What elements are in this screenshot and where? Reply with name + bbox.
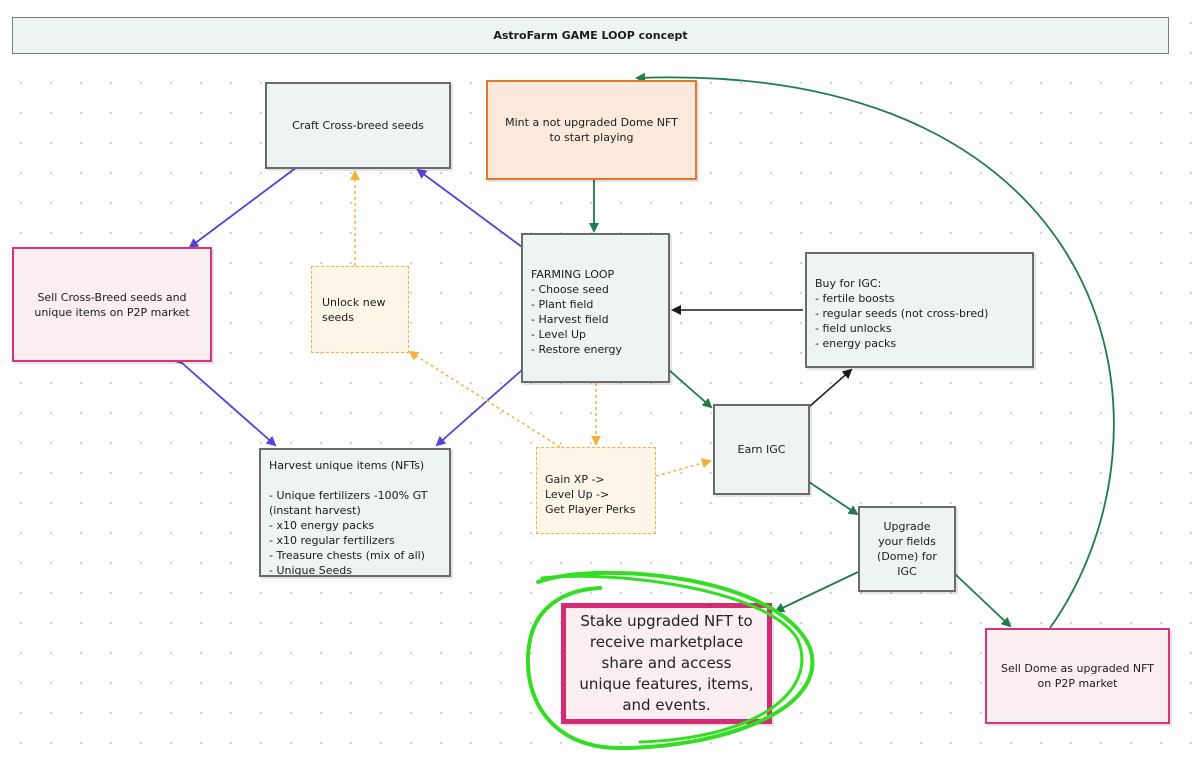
node-stake-nft-text: Stake upgraded NFT to receive marketplac… [579, 612, 754, 714]
buy-igc-item: - energy packs [815, 337, 897, 350]
harvest-items-title: Harvest unique items (NFTs) [269, 459, 425, 472]
node-harvest-items[interactable]: Harvest unique items (NFTs) - Unique fer… [259, 448, 451, 577]
connector-farming-harvest [435, 369, 523, 447]
farming-loop-item: - Level Up [531, 328, 587, 341]
node-stake-nft[interactable]: Stake upgraded NFT to receive marketplac… [561, 603, 772, 724]
connector-upgrade-stake [774, 571, 859, 613]
node-sell-dome-text: Sell Dome as upgraded NFT on P2P market [1000, 662, 1155, 690]
farming-loop-item: - Restore energy [531, 343, 623, 356]
buy-igc-item: - field unlocks [815, 322, 892, 335]
node-buy-igc[interactable]: Buy for IGC: - fertile boosts - regular … [805, 252, 1034, 368]
harvest-items-item: - x10 regular fertilizers [269, 534, 395, 547]
connector-earn-upgrade [808, 481, 859, 516]
harvest-items-item: - x10 energy packs [269, 519, 375, 532]
node-unlock-seeds-text: Unlock new seeds [322, 295, 386, 324]
farming-loop-item: - Harvest field [531, 313, 609, 326]
node-gain-xp[interactable]: Gain XP -> Level Up -> Get Player Perks [536, 447, 656, 534]
connector-farming-craft [416, 168, 523, 248]
node-sell-seeds[interactable]: Sell Cross-Breed seeds and unique items … [12, 247, 212, 362]
harvest-items-item: (instant harvest) [269, 504, 361, 517]
farming-loop-item: - Choose seed [531, 283, 609, 296]
connector-sell-dome-mint [635, 72, 1115, 629]
node-mint-dome-text: Mint a not upgraded Dome NFT to start pl… [505, 116, 678, 144]
gain-xp-line: Gain XP -> [545, 473, 605, 486]
node-mint-dome[interactable]: Mint a not upgraded Dome NFT to start pl… [486, 80, 697, 180]
buy-igc-item: - regular seeds (not cross-bred) [815, 307, 989, 320]
buy-igc-title: Buy for IGC: [815, 277, 882, 290]
node-upgrade-fields-text: Upgrade your fields (Dome) for IGC [877, 520, 937, 578]
node-unlock-seeds[interactable]: Unlock new seeds [311, 266, 409, 353]
gain-xp-line: Level Up -> [545, 488, 610, 501]
node-upgrade-fields[interactable]: Upgrade your fields (Dome) for IGC [858, 506, 956, 592]
farming-loop-item: - Plant field [531, 298, 594, 311]
harvest-items-item: - Unique fertilizers -100% GT [269, 489, 428, 502]
connector-upgrade-sell-dome [954, 573, 1012, 628]
node-sell-seeds-text: Sell Cross-Breed seeds and unique items … [34, 290, 190, 319]
connector-farming-earn [668, 369, 713, 409]
diagram-title: AstroFarm GAME LOOP concept [12, 17, 1169, 54]
farming-loop-title: FARMING LOOP [531, 268, 615, 281]
connector-sell-seeds-harvest [172, 353, 277, 447]
node-craft-seeds-text: Craft Cross-breed seeds [292, 119, 424, 132]
node-earn-igc[interactable]: Earn IGC [713, 404, 810, 495]
harvest-items-item: - Unique Seeds [269, 564, 352, 577]
gain-xp-line: Get Player Perks [545, 503, 636, 516]
node-earn-igc-text: Earn IGC [737, 443, 786, 456]
buy-igc-item: - fertile boosts [815, 292, 895, 305]
harvest-items-item: - Treasure chests (mix of all) [269, 549, 425, 562]
connector-gain-earn [655, 458, 712, 477]
connector-craft-sell-seeds [188, 158, 307, 249]
connector-earn-buy [809, 368, 853, 407]
node-sell-dome[interactable]: Sell Dome as upgraded NFT on P2P market [985, 628, 1170, 724]
node-craft-seeds[interactable]: Craft Cross-breed seeds [265, 82, 451, 169]
node-farming-loop[interactable]: FARMING LOOP - Choose seed - Plant field… [521, 233, 670, 383]
diagram-title-text: AstroFarm GAME LOOP concept [493, 29, 688, 42]
